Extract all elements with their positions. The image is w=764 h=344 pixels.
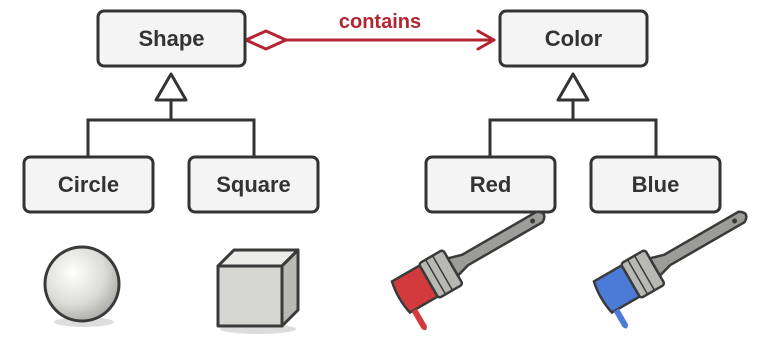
- sphere-icon: [43, 245, 121, 327]
- red-label: Red: [470, 172, 512, 197]
- square-box: Square: [187, 155, 320, 214]
- arrowhead: [476, 29, 496, 51]
- shape-inheritance-connector: [86, 72, 256, 156]
- shape-box: Shape: [96, 9, 247, 68]
- inheritance-triangle: [154, 72, 188, 102]
- color-box: Color: [498, 9, 649, 68]
- relation-label: contains: [339, 11, 421, 33]
- circle-box: Circle: [22, 155, 155, 214]
- red-box: Red: [424, 155, 557, 214]
- cube-icon: [216, 248, 300, 334]
- aggregation-diamond: [244, 29, 288, 51]
- square-label: Square: [216, 172, 291, 197]
- color-inheritance-connector: [488, 72, 658, 156]
- blue-paintbrush-icon: [592, 210, 748, 329]
- shape-label: Shape: [138, 26, 204, 51]
- inheritance-triangle: [556, 72, 590, 102]
- contains-relationship: contains: [244, 11, 496, 51]
- color-label: Color: [545, 26, 603, 51]
- circle-label: Circle: [58, 172, 119, 197]
- blue-label: Blue: [632, 172, 680, 197]
- red-paintbrush-icon: [390, 210, 546, 331]
- blue-box: Blue: [589, 155, 722, 214]
